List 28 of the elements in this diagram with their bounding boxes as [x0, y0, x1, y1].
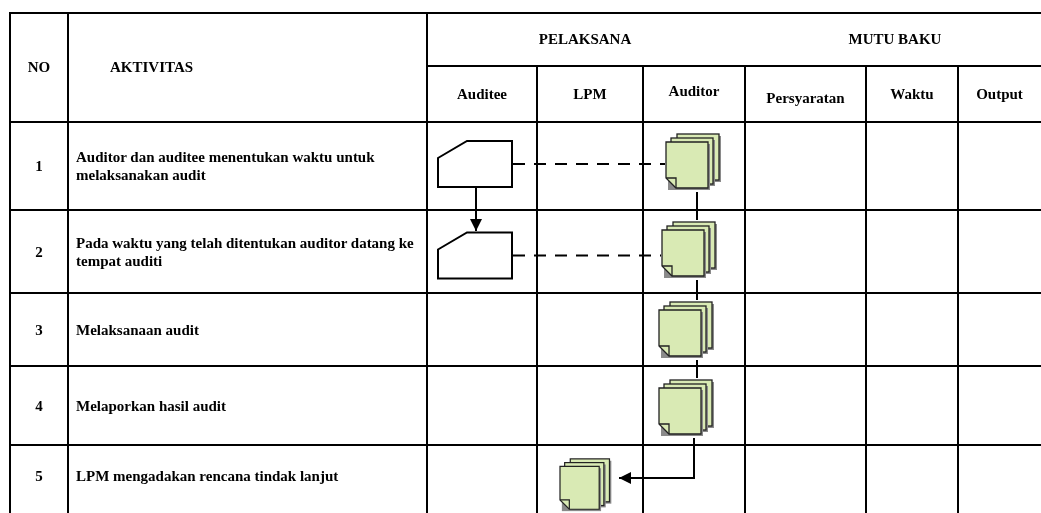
table-text: 5 — [35, 467, 43, 485]
connector-line — [618, 437, 695, 484]
table-text: AKTIVITAS — [110, 58, 194, 76]
table-text: Melaporkan hasil audit — [76, 396, 227, 415]
table-text: Auditor — [668, 82, 720, 100]
table-text: 1 — [35, 157, 43, 175]
manual-input-shape — [437, 140, 513, 188]
table-text: Waktu — [890, 85, 934, 103]
table-text: MUTU BAKU — [848, 30, 942, 48]
connector-line — [512, 163, 666, 165]
table-text: Persyaratan — [766, 89, 845, 107]
table-text: Auditor dan auditee menentukan waktu untuk melaksanakan audit — [76, 148, 376, 184]
table-text: LPM — [573, 85, 607, 103]
table-text: PELAKSANA — [538, 30, 632, 48]
table-text: NO — [27, 58, 51, 76]
table-text: Auditee — [457, 85, 507, 103]
connector-line — [696, 191, 698, 221]
table-text: 4 — [35, 396, 43, 415]
connector-line — [696, 279, 698, 301]
table-text: LPM mengadakan rencana tindak lanjut — [76, 467, 339, 485]
table-text: Melaksanaan audit — [76, 320, 199, 339]
connector-line — [696, 359, 698, 379]
table-text: Pada waktu yang telah ditentukan auditor datang ke tempat auditi — [76, 233, 415, 270]
connector-line — [470, 187, 482, 232]
table-text: 3 — [35, 320, 43, 339]
table-text: Output — [976, 85, 1023, 103]
manual-input-shape — [437, 231, 513, 280]
table-text: 2 — [35, 242, 43, 261]
